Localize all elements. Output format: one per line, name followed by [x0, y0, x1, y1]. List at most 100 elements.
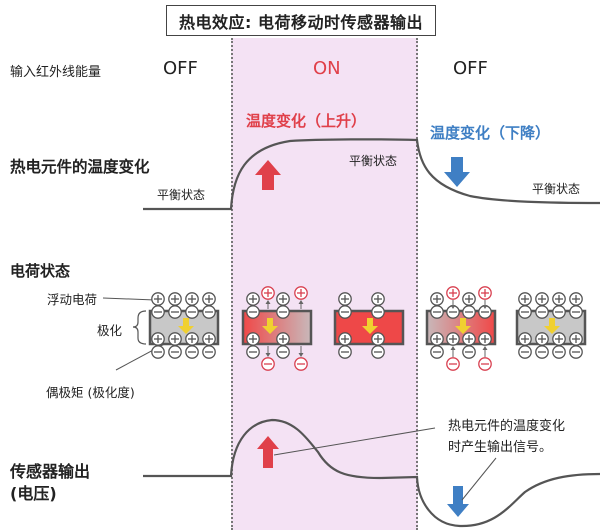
- bound-plus-charge: [185, 332, 199, 346]
- bound-plus-charge: [371, 332, 385, 346]
- bound-minus-charge: [276, 305, 290, 319]
- charge-release-arrowhead: [265, 353, 271, 357]
- phase-2-state: ON: [313, 58, 341, 79]
- temperature-row-label: 热电元件的温度变化: [10, 158, 150, 176]
- bound-minus-charge: [569, 305, 583, 319]
- temperature-curve: [143, 138, 600, 211]
- floating-plus-charge: [246, 292, 260, 306]
- polarization-arrow-icon: [362, 318, 378, 334]
- charge-state-row-label: 电荷状态: [10, 262, 71, 280]
- floating-plus-charge: [276, 292, 290, 306]
- bound-minus-charge: [151, 305, 165, 319]
- bound-plus-charge: [518, 332, 532, 346]
- equilibrium-label-1: 平衡状态: [157, 188, 206, 202]
- floating-charge-label: 浮动电荷: [47, 292, 98, 307]
- released-plus-charge: [478, 286, 492, 300]
- floating-minus-charge: [462, 345, 476, 359]
- floating-minus-charge: [552, 345, 566, 359]
- bound-plus-charge: [276, 332, 290, 346]
- title-text: 热电效应: 电荷移动时传感器输出: [179, 12, 423, 32]
- page-title: 热电效应: 电荷移动时传感器输出: [166, 5, 436, 36]
- floating-plus-charge: [518, 292, 532, 306]
- floating-minus-charge: [168, 345, 182, 359]
- floating-minus-charge: [151, 345, 165, 359]
- temp-fall-label: 温度变化（下降）: [430, 124, 551, 142]
- floating-charge-leader: [102, 297, 156, 301]
- bound-plus-charge: [338, 332, 352, 346]
- polarization-label: 极化: [97, 323, 123, 338]
- floating-plus-charge: [535, 292, 549, 306]
- bound-minus-charge: [518, 305, 532, 319]
- floating-plus-charge: [569, 292, 583, 306]
- floating-minus-charge: [371, 345, 385, 359]
- floating-plus-charge: [552, 292, 566, 306]
- charge-release-arrowhead: [298, 353, 304, 357]
- output-annotation-line1: 热电元件的温度变化: [448, 419, 566, 434]
- temp-rise-label: 温度变化（上升）: [246, 112, 367, 130]
- bound-minus-charge: [552, 305, 566, 319]
- annotation-leader-fall: [461, 457, 497, 501]
- sensor-output-unit-label: (电压): [10, 484, 57, 503]
- charge-release-arrowhead: [450, 305, 456, 309]
- polarization-arrow-icon: [178, 318, 194, 334]
- bound-plus-charge: [462, 332, 476, 346]
- floating-plus-charge: [462, 292, 476, 306]
- released-minus-charge: [446, 357, 460, 371]
- output-annotation-line2: 时产生输出信号。: [448, 440, 553, 455]
- polarization-arrow-icon: [262, 318, 278, 334]
- floating-plus-charge: [430, 292, 444, 306]
- ir-input-label: 输入红外线能量: [10, 65, 102, 80]
- temp-rise-arrow-icon: [255, 160, 281, 190]
- phase-1-state: OFF: [163, 58, 198, 79]
- floating-minus-charge: [518, 345, 532, 359]
- bound-plus-charge: [168, 332, 182, 346]
- released-plus-charge: [446, 286, 460, 300]
- floating-plus-charge: [185, 292, 199, 306]
- equilibrium-label-3: 平衡状态: [532, 182, 581, 196]
- floating-minus-charge: [246, 345, 260, 359]
- bound-minus-charge: [430, 305, 444, 319]
- bound-plus-charge: [569, 332, 583, 346]
- phase-3-state: OFF: [453, 58, 488, 79]
- floating-minus-charge: [569, 345, 583, 359]
- floating-plus-charge: [168, 292, 182, 306]
- bound-plus-charge: [202, 332, 216, 346]
- polarization-arrow-icon: [544, 318, 560, 334]
- polarization-brace: [132, 310, 147, 345]
- bound-minus-charge: [535, 305, 549, 319]
- floating-minus-charge: [338, 345, 352, 359]
- temp-fall-arrow-icon: [444, 157, 470, 187]
- floating-minus-charge: [535, 345, 549, 359]
- floating-plus-charge: [338, 292, 352, 306]
- floating-plus-charge: [151, 292, 165, 306]
- floating-plus-charge: [371, 292, 385, 306]
- bound-minus-charge: [202, 305, 216, 319]
- bound-plus-charge: [552, 332, 566, 346]
- bound-plus-charge: [446, 332, 460, 346]
- bound-minus-charge: [185, 305, 199, 319]
- floating-minus-charge: [276, 345, 290, 359]
- bound-plus-charge: [535, 332, 549, 346]
- charge-release-arrowhead: [265, 300, 271, 304]
- bound-plus-charge: [430, 332, 444, 346]
- released-minus-charge: [478, 357, 492, 371]
- bound-minus-charge: [246, 305, 260, 319]
- floating-minus-charge: [430, 345, 444, 359]
- charge-release-arrowhead: [482, 346, 488, 350]
- output-fall-arrow-icon: [447, 486, 469, 517]
- annotation-leader-rise: [273, 427, 436, 456]
- released-plus-charge: [261, 286, 275, 300]
- released-minus-charge: [261, 357, 275, 371]
- bound-minus-charge: [338, 305, 352, 319]
- charge-release-arrowhead: [482, 305, 488, 309]
- bound-minus-charge: [168, 305, 182, 319]
- bound-plus-charge: [151, 332, 165, 346]
- floating-minus-charge: [185, 345, 199, 359]
- polarization-arrow-icon: [455, 318, 471, 334]
- charge-release-arrowhead: [450, 346, 456, 350]
- bound-plus-charge: [478, 332, 492, 346]
- sensor-output-curve: [143, 418, 600, 528]
- floating-minus-charge: [202, 345, 216, 359]
- floating-plus-charge: [202, 292, 216, 306]
